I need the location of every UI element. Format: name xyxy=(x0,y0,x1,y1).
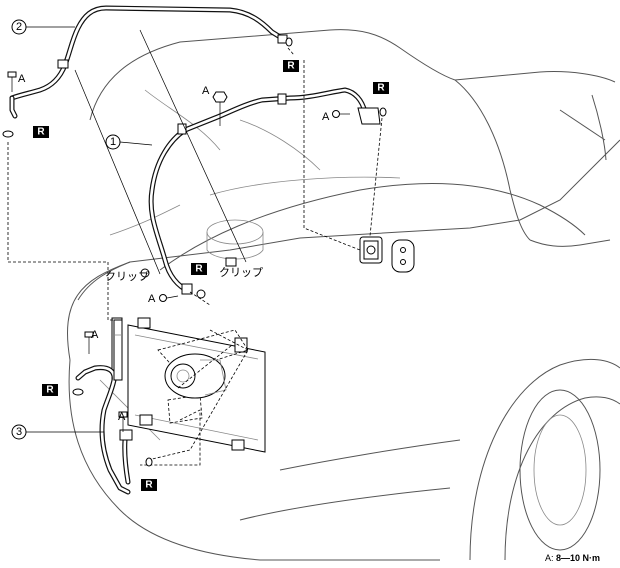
svg-text:R: R xyxy=(287,61,295,72)
svg-text:R: R xyxy=(377,83,385,94)
replace-marker: R xyxy=(33,126,49,138)
pipe-2 xyxy=(9,5,288,119)
replace-marker: R xyxy=(141,479,157,491)
ac-compressor xyxy=(157,329,249,424)
svg-text:R: R xyxy=(46,385,54,396)
clip-label: クリップ xyxy=(105,270,149,283)
o-ring xyxy=(2,130,14,138)
clip-icon xyxy=(140,268,150,278)
replace-marker: R xyxy=(283,60,299,72)
callout-leaders xyxy=(26,26,247,433)
torque-legend-value: 8—10 N·m xyxy=(556,553,601,563)
svg-text:R: R xyxy=(37,127,45,138)
torque-legend-key: A: xyxy=(545,553,554,563)
expansion-valve-block xyxy=(359,236,415,273)
o-ring xyxy=(285,37,293,47)
bolt-icon xyxy=(212,91,228,126)
svg-text:R: R xyxy=(145,480,153,491)
pipe-3 xyxy=(75,365,133,495)
o-ring xyxy=(196,289,206,299)
bolt-a-label: A xyxy=(118,411,126,423)
o-ring xyxy=(72,388,84,396)
callout-number: 1 xyxy=(110,136,116,148)
callout-3: 3 xyxy=(11,424,27,440)
bolt-icon xyxy=(7,71,17,92)
bolt-a-label: A xyxy=(202,85,210,97)
replace-marker: R xyxy=(191,263,207,275)
replace-marker: R xyxy=(42,384,58,396)
replace-marker: R xyxy=(373,82,389,94)
svg-text:R: R xyxy=(195,264,203,275)
receiver-drier xyxy=(113,319,123,381)
bolt-icon xyxy=(159,294,179,302)
o-ring xyxy=(145,457,153,467)
clip-icon xyxy=(225,257,237,267)
callout-2: 2 xyxy=(11,19,27,35)
bolt-icon xyxy=(332,110,350,118)
o-ring xyxy=(379,107,387,117)
callout-number: 3 xyxy=(16,426,22,438)
bolt-a-label: A xyxy=(148,293,156,305)
dashed-guides xyxy=(7,47,383,466)
clip-label: クリップ xyxy=(219,266,263,279)
bolt-a-label: A xyxy=(322,111,330,123)
pipe-1 xyxy=(148,87,381,295)
callout-1: 1 xyxy=(105,134,121,150)
torque-legend: A: 8—10 N·m xyxy=(545,553,600,563)
bolt-a-label: A xyxy=(91,329,99,341)
bolt-icon xyxy=(84,331,94,354)
o-rings xyxy=(2,37,387,467)
bolt-a-label: A xyxy=(18,73,26,85)
bolt-icon xyxy=(118,411,128,432)
bolts xyxy=(7,71,350,432)
vehicle-body-outline xyxy=(67,29,620,561)
callout-number: 2 xyxy=(16,21,22,33)
clips xyxy=(140,257,237,278)
